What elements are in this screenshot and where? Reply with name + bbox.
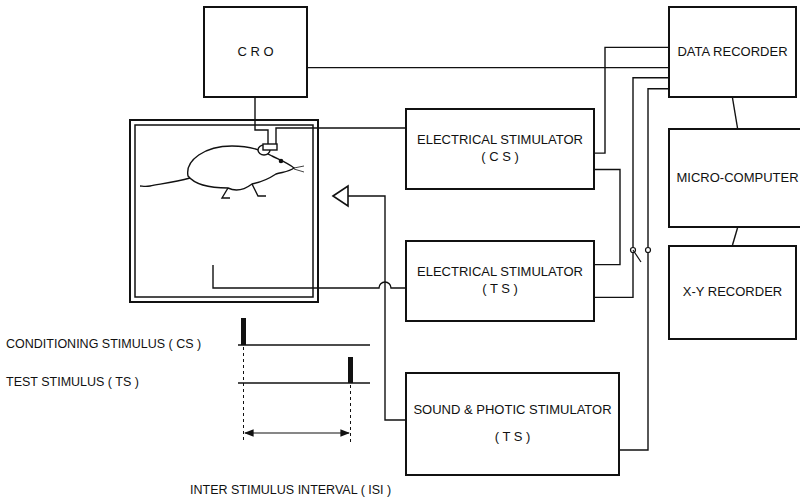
signal-wire xyxy=(620,89,668,450)
box-text: ( T S ) xyxy=(482,281,518,298)
signal-wire xyxy=(308,67,668,68)
signal-wire xyxy=(733,98,738,128)
computer-box: MICRO-COMPUTER xyxy=(668,128,800,228)
signal-label: TEST STIMULUS ( TS ) xyxy=(4,375,141,390)
stimulator-box: ELECTRICAL STIMULATOR( C S ) xyxy=(405,108,595,190)
box-text: ( C S ) xyxy=(481,149,519,166)
stimulator-box: SOUND & PHOTIC STIMULATOR ( T S ) xyxy=(405,372,620,476)
box-text: DATA RECORDER xyxy=(677,44,787,61)
signal-wire xyxy=(733,228,738,245)
box-text: ELECTRICAL STIMULATOR xyxy=(417,132,583,149)
rat-figure xyxy=(140,144,304,198)
cage-inner xyxy=(135,125,313,297)
box-text: C R O xyxy=(237,44,273,61)
switch-symbol xyxy=(631,248,651,263)
cs-wire xyxy=(276,128,405,144)
box-text: X-Y RECORDER xyxy=(683,284,782,301)
stimulator-box: ELECTRICAL STIMULATOR( T S ) xyxy=(405,240,595,322)
interval-label: INTER STIMULUS INTERVAL ( ISI ) xyxy=(188,483,393,498)
timing-diagram xyxy=(238,318,370,442)
cage-outer xyxy=(130,120,318,302)
speaker-wire xyxy=(348,196,405,420)
box-text: ELECTRICAL STIMULATOR xyxy=(417,264,583,281)
recorder-box: DATA RECORDER xyxy=(668,6,797,98)
signal-label: CONDITIONING STIMULUS ( CS ) xyxy=(4,337,203,352)
box-text: SOUND & PHOTIC STIMULATOR xyxy=(413,402,611,419)
ts-wire xyxy=(213,265,405,288)
box-text: ( T S ) xyxy=(495,429,531,446)
signal-wire xyxy=(595,78,668,298)
speaker-symbol xyxy=(333,186,348,206)
oscilloscope-box: C R O xyxy=(203,6,308,98)
signal-wire xyxy=(595,47,668,153)
box-text: MICRO-COMPUTER xyxy=(676,170,798,187)
recorder-box: X-Y RECORDER xyxy=(668,245,797,340)
electrode-wire xyxy=(255,98,268,144)
signal-wire xyxy=(595,170,620,265)
